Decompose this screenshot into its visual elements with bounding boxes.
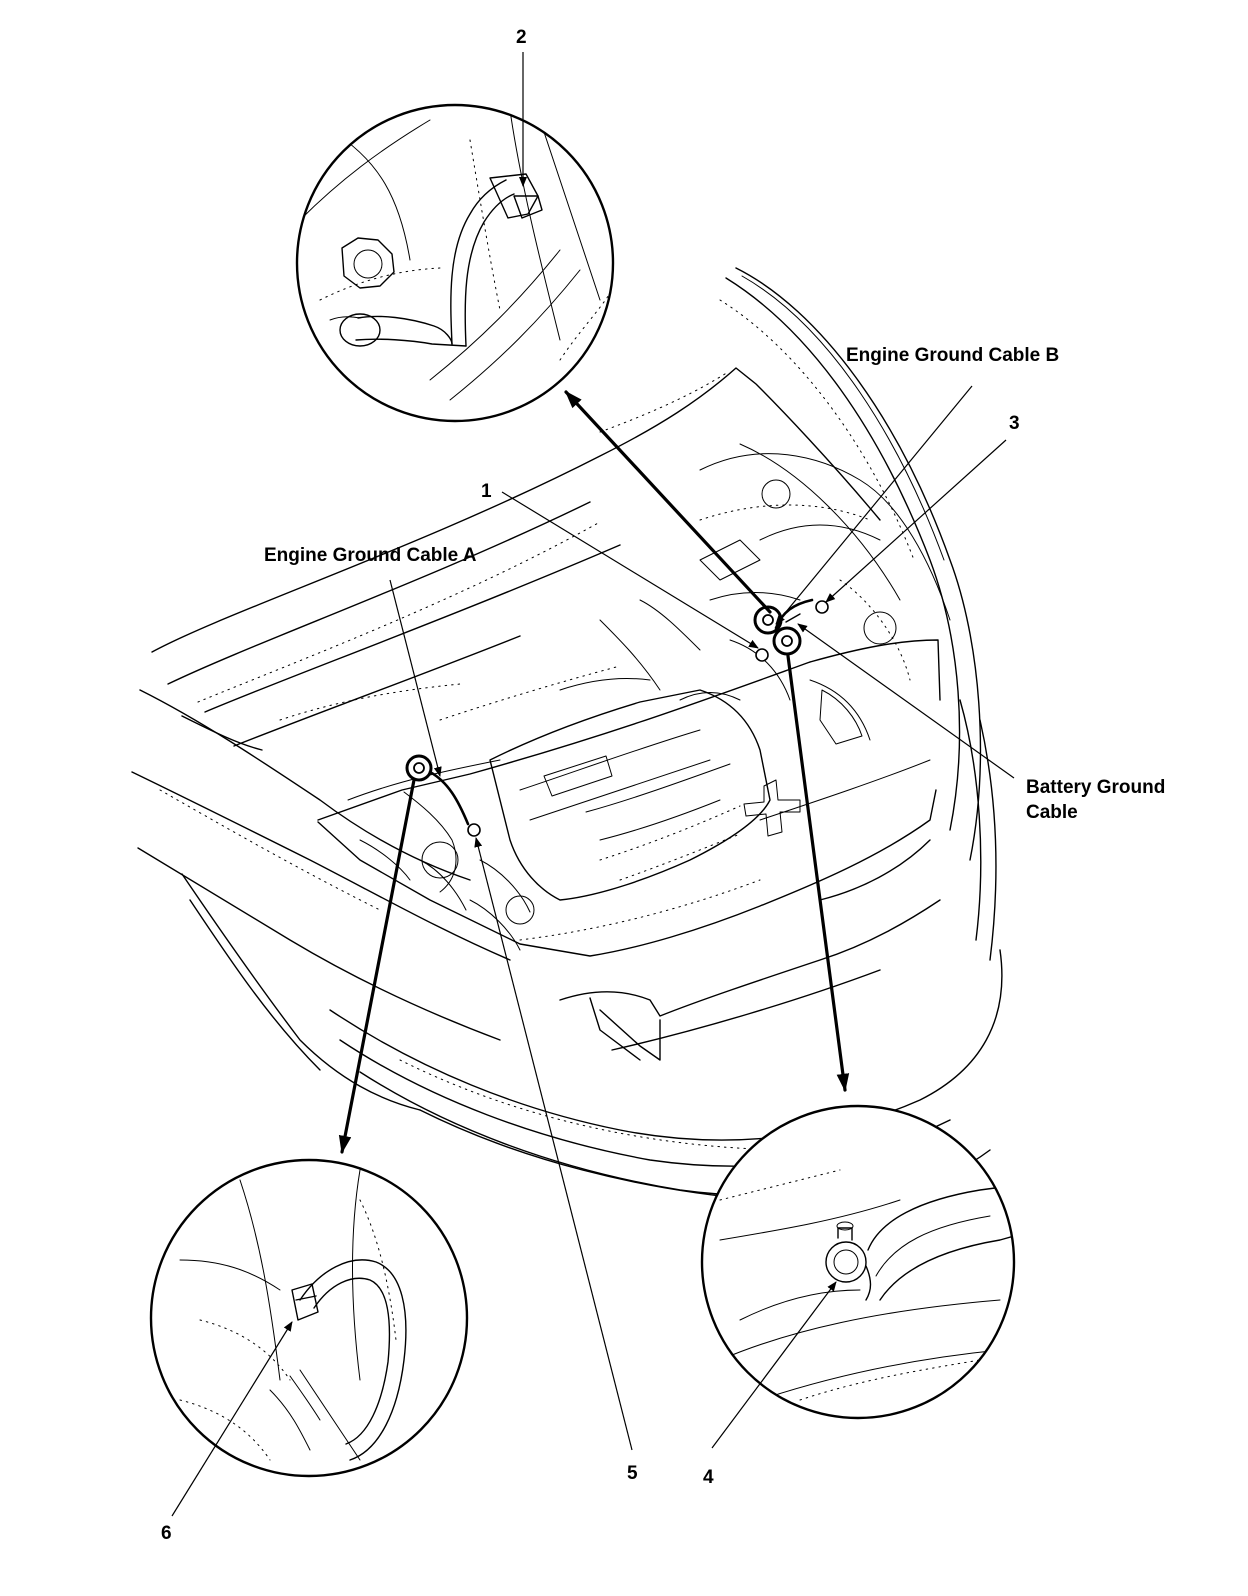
inset-detail-2	[295, 103, 615, 423]
leader-lines	[171, 52, 1015, 1517]
label-engine-ground-cable-a: Engine Ground Cable A	[264, 545, 477, 566]
label-engine-ground-cable-b: Engine Ground Cable B	[846, 345, 1060, 366]
engine-cover	[489, 689, 771, 901]
callout-5: 5	[627, 1463, 638, 1484]
label-battery-ground-cable: Battery Ground Cable	[1026, 776, 1165, 825]
cable-icon	[450, 179, 507, 345]
callout-1: 1	[481, 481, 492, 502]
bolt-icon	[825, 1241, 867, 1283]
callout-6: 6	[161, 1523, 172, 1544]
label-battery-line-1: Battery Ground	[1026, 777, 1166, 798]
nut-icon	[341, 237, 395, 289]
callout-4: 4	[703, 1467, 714, 1488]
ground-terminal-icon	[291, 1283, 319, 1321]
label-battery-line-2: Cable	[1026, 801, 1078, 823]
vehicle-front-drawing	[131, 267, 1003, 1202]
inset-detail-6	[149, 1158, 469, 1478]
callout-3: 3	[1009, 413, 1020, 434]
arrow-icon	[338, 778, 416, 1154]
arrow-icon	[786, 654, 850, 1092]
cable-icon	[299, 1259, 407, 1461]
ground-points	[405, 598, 829, 837]
inset-detail-4	[700, 1104, 1016, 1420]
callout-2: 2	[516, 27, 527, 48]
detail-arrows	[338, 390, 850, 1154]
arrow-icon	[564, 390, 772, 614]
cable-icon	[867, 1185, 1011, 1251]
